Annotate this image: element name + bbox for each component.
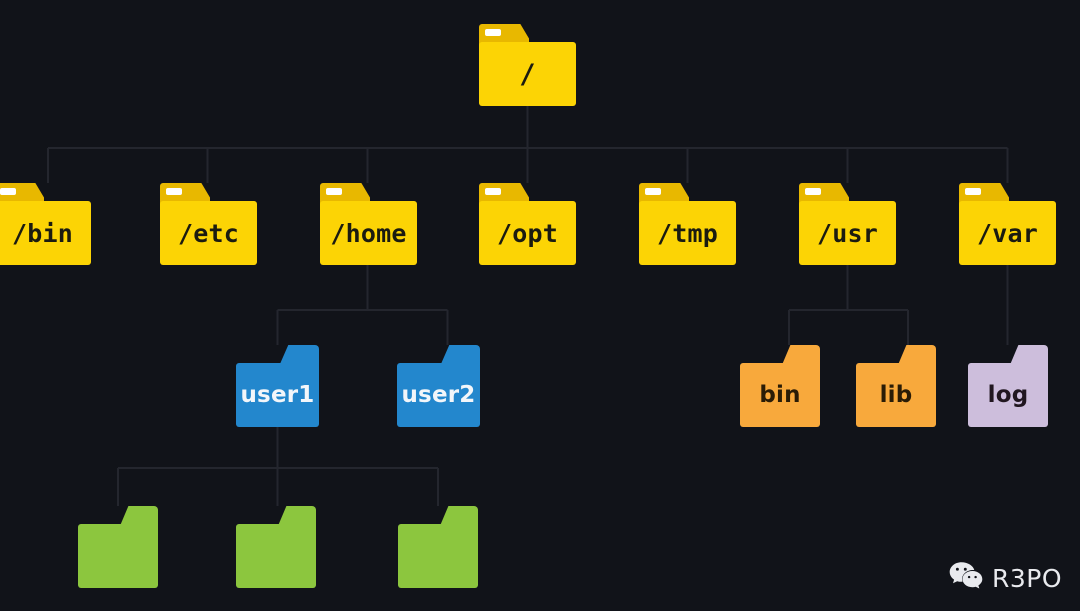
folder-body xyxy=(320,201,417,265)
folder-body xyxy=(740,363,820,427)
folder-tab-stripe xyxy=(964,188,982,195)
folder-body xyxy=(968,363,1048,427)
folder-body xyxy=(479,201,576,265)
folder-tab-stripe xyxy=(804,188,822,195)
watermark-label: R3PO xyxy=(991,563,1062,593)
folder-tab-stripe xyxy=(325,188,343,195)
folder-body xyxy=(0,201,91,265)
folder-body xyxy=(236,524,316,588)
folder-node-usr[interactable]: /usr xyxy=(799,183,896,265)
folder-node-var[interactable]: /var xyxy=(959,183,1056,265)
folder-body xyxy=(160,201,257,265)
folder-node-opt[interactable]: /opt xyxy=(479,183,576,265)
folder-label: /bin xyxy=(11,218,73,248)
folder-node-var-log[interactable]: log xyxy=(968,345,1048,427)
folder-label xyxy=(236,524,316,588)
folder-tab-stripe xyxy=(0,188,17,195)
folder-tab-stripe xyxy=(484,188,502,195)
folder-node-user1[interactable]: user1 xyxy=(236,345,319,427)
folder-node-user2[interactable]: user2 xyxy=(397,345,480,427)
folder-node-usr-bin[interactable]: bin xyxy=(740,345,820,427)
folder-label: log xyxy=(987,382,1029,409)
folder-node-user1-child-1[interactable] xyxy=(78,506,158,588)
folder-tab-stripe xyxy=(484,29,502,36)
folder-label: / xyxy=(519,58,536,90)
watermark: R3PO xyxy=(949,561,1062,595)
folder-body xyxy=(236,363,319,427)
folder-node-tmp[interactable]: /tmp xyxy=(639,183,736,265)
folder-body xyxy=(398,524,478,588)
folder-body xyxy=(799,201,896,265)
folder-body xyxy=(856,363,936,427)
folder-body xyxy=(959,201,1056,265)
folder-label: /etc xyxy=(177,218,239,248)
folder-label: lib xyxy=(879,382,913,409)
folder-label: /tmp xyxy=(656,218,718,248)
folder-body xyxy=(78,524,158,588)
folder-node-etc[interactable]: /etc xyxy=(160,183,257,265)
folder-tab-stripe xyxy=(644,188,662,195)
folder-label: /usr xyxy=(816,218,878,248)
folder-tab-stripe xyxy=(165,188,183,195)
folder-label: user2 xyxy=(401,382,476,409)
folder-node-user1-child-3[interactable] xyxy=(398,506,478,588)
folder-node-usr-lib[interactable]: lib xyxy=(856,345,936,427)
folder-label: /home xyxy=(330,218,407,248)
folder-label xyxy=(398,524,478,588)
folder-label: /var xyxy=(976,218,1038,248)
folder-node-bin[interactable]: /bin xyxy=(0,183,91,265)
folder-node-user1-child-2[interactable] xyxy=(236,506,316,588)
folder-label: bin xyxy=(759,382,801,409)
folder-body xyxy=(479,42,576,106)
folder-label: /opt xyxy=(496,218,558,248)
folder-label: user1 xyxy=(240,382,315,409)
folder-label xyxy=(78,524,158,588)
folder-body xyxy=(397,363,480,427)
folder-node-root[interactable]: / xyxy=(479,24,576,106)
folder-body xyxy=(639,201,736,265)
folder-node-home[interactable]: /home xyxy=(320,183,417,265)
wechat-icon xyxy=(949,561,983,595)
